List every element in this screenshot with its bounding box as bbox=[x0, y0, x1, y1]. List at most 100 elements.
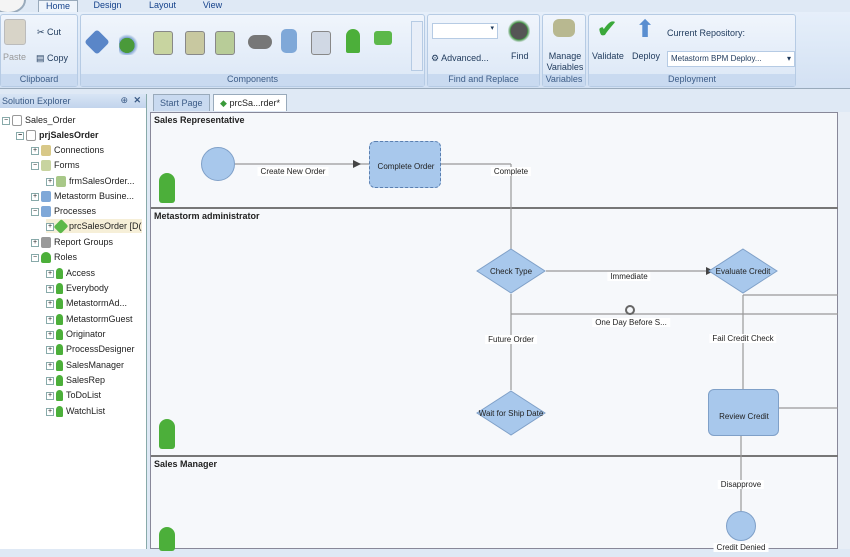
tree-item-report-groups[interactable]: +Report Groups bbox=[31, 237, 114, 249]
complete-order-stage[interactable]: Complete Order bbox=[369, 141, 441, 188]
lane-title: Sales Manager bbox=[154, 459, 218, 469]
deploy-arrow-icon[interactable]: ⬆ bbox=[635, 16, 656, 43]
label-evaluate-credit: Evaluate Credit bbox=[715, 267, 771, 276]
label-disapprove[interactable]: Disapprove bbox=[717, 480, 765, 489]
tree-item-business[interactable]: +Metastorm Busine... bbox=[31, 191, 135, 203]
pin-icon[interactable]: ⊕ bbox=[120, 95, 128, 105]
label-wait-ship-date: Wait for Ship Date bbox=[478, 409, 544, 418]
lane-title: Sales Representative bbox=[154, 115, 245, 125]
tab-view[interactable]: View bbox=[202, 0, 223, 10]
tree-item-role[interactable]: +ProcessDesigner bbox=[46, 344, 135, 356]
lane-admin: Metastorm administrator bbox=[151, 209, 839, 457]
variables-group-label: Variables bbox=[543, 74, 585, 86]
label-credit-denied: Credit Denied bbox=[713, 543, 769, 552]
deploy-button[interactable]: Deploy bbox=[632, 51, 661, 61]
label-one-day-before[interactable]: One Day Before S... bbox=[592, 318, 670, 327]
tree-item-roles[interactable]: −Roles bbox=[31, 252, 78, 264]
action-icon[interactable] bbox=[119, 31, 139, 55]
tree-item-role[interactable]: +MetastormAd... bbox=[46, 298, 128, 310]
flag-icon[interactable] bbox=[374, 31, 392, 45]
evaluate-credit-decision[interactable] bbox=[708, 248, 778, 294]
gallery-scroll[interactable] bbox=[411, 21, 423, 71]
wait-ship-date-decision[interactable] bbox=[476, 390, 546, 436]
paste-icon[interactable] bbox=[4, 19, 26, 45]
find-dropdown[interactable]: ▾ bbox=[432, 23, 498, 39]
label-create-new-order[interactable]: Create New Order bbox=[257, 167, 329, 176]
tab-start-page[interactable]: Start Page bbox=[153, 94, 210, 111]
tree-item-role[interactable]: +SalesManager bbox=[46, 360, 125, 372]
tab-home[interactable]: Home bbox=[38, 0, 78, 12]
tree-item-process[interactable]: +prcSalesOrder [D( bbox=[46, 219, 142, 235]
tree-item-form[interactable]: +frmSalesOrder... bbox=[46, 176, 135, 188]
explorer-title: Solution Explorer bbox=[2, 96, 71, 106]
tab-process[interactable]: ◆ prcSa...rder* bbox=[213, 94, 287, 111]
form3-icon[interactable] bbox=[215, 31, 235, 55]
solution-explorer: Solution Explorer ⊕ ✕ −Sales_Order −prjS… bbox=[0, 94, 147, 549]
vertical-scrollbar[interactable] bbox=[838, 112, 850, 549]
tree-item-role[interactable]: +SalesRep bbox=[46, 375, 106, 387]
ribbon: Paste ✂ Cut ▤ Copy Clipboard Components … bbox=[0, 12, 850, 89]
find-button[interactable]: Find bbox=[511, 51, 529, 61]
tree-item-project[interactable]: −prjSalesOrder bbox=[16, 130, 99, 142]
copy-button[interactable]: ▤ Copy bbox=[36, 53, 69, 63]
find-group-label: Find and Replace bbox=[428, 74, 539, 86]
role-icon[interactable] bbox=[346, 29, 360, 53]
tree-item-role[interactable]: +Originator bbox=[46, 329, 106, 341]
role-figure-icon bbox=[159, 419, 175, 449]
start-node[interactable] bbox=[201, 147, 235, 181]
tree-item-role[interactable]: +MetastormGuest bbox=[46, 314, 133, 326]
review-credit-stage[interactable]: Review Credit bbox=[708, 389, 779, 436]
clipboard-group: Paste ✂ Cut ▤ Copy Clipboard bbox=[0, 14, 78, 87]
tree-item-role[interactable]: +Everybody bbox=[46, 283, 109, 295]
explorer-header: Solution Explorer ⊕ ✕ bbox=[0, 94, 146, 108]
tree-item-role[interactable]: +WatchList bbox=[46, 406, 106, 418]
form-icon[interactable] bbox=[153, 31, 173, 55]
tree-item-processes[interactable]: −Processes bbox=[31, 206, 97, 218]
repo-label: Current Repository: bbox=[667, 28, 746, 38]
stage-label: Review Credit bbox=[719, 412, 769, 421]
arrow-icon bbox=[353, 160, 361, 168]
role-figure-icon bbox=[159, 173, 175, 203]
label-complete[interactable]: Complete bbox=[490, 167, 532, 176]
tree-item-forms[interactable]: −Forms bbox=[31, 160, 80, 172]
tree-item-connections[interactable]: +Connections bbox=[31, 145, 105, 157]
lane-title: Metastorm administrator bbox=[154, 211, 260, 221]
repo-dropdown[interactable]: Metastorm BPM Deploy...▾ bbox=[667, 51, 795, 67]
stage-label: Complete Order bbox=[377, 162, 435, 171]
cut-label: Cut bbox=[47, 27, 62, 37]
check-type-decision[interactable] bbox=[476, 248, 546, 294]
label-check-type: Check Type bbox=[489, 267, 533, 276]
advanced-button[interactable]: ⚙ Advanced... bbox=[431, 53, 489, 63]
binoculars-icon[interactable] bbox=[508, 19, 530, 43]
stage-diamond-icon[interactable] bbox=[84, 29, 110, 55]
repo-value: Metastorm BPM Deploy... bbox=[671, 54, 762, 63]
tree-item-role[interactable]: +Access bbox=[46, 268, 96, 280]
label-immediate[interactable]: Immediate bbox=[607, 272, 651, 281]
variables-icon[interactable] bbox=[553, 19, 575, 37]
label-fail-credit-check[interactable]: Fail Credit Check bbox=[709, 334, 777, 343]
variables-group: Manage Variables Variables bbox=[542, 14, 586, 87]
components-group: Components bbox=[80, 14, 425, 87]
manage-variables-button[interactable]: Manage Variables bbox=[546, 51, 584, 72]
label-future-order[interactable]: Future Order bbox=[485, 335, 537, 344]
lane-sales-rep: Sales Representative bbox=[151, 113, 839, 209]
close-icon[interactable]: ✕ bbox=[133, 95, 141, 105]
process-canvas[interactable]: Sales Representative Metastorm administr… bbox=[150, 112, 839, 552]
credit-denied-end[interactable] bbox=[726, 511, 756, 541]
tab-layout[interactable]: Layout bbox=[148, 0, 177, 10]
tree-item-role[interactable]: +ToDoList bbox=[46, 390, 102, 402]
find-group: ▾ ⚙ Advanced... Find Find and Replace bbox=[427, 14, 540, 87]
database-icon[interactable] bbox=[281, 29, 297, 53]
lane-sales-manager: Sales Manager bbox=[151, 457, 839, 557]
validate-check-icon[interactable]: ✔ bbox=[597, 16, 618, 43]
validate-button[interactable]: Validate bbox=[592, 51, 624, 61]
form2-icon[interactable] bbox=[185, 31, 205, 55]
paste-button[interactable]: Paste bbox=[3, 52, 27, 62]
cut-button[interactable]: ✂ Cut bbox=[37, 27, 62, 37]
tree-item-solution[interactable]: −Sales_Order bbox=[2, 115, 76, 127]
tab-design[interactable]: Design bbox=[93, 0, 122, 10]
report-icon[interactable] bbox=[311, 31, 331, 55]
deployment-group-label: Deployment bbox=[589, 74, 795, 86]
role-figure-icon bbox=[159, 527, 175, 551]
connection-icon[interactable] bbox=[248, 35, 272, 49]
